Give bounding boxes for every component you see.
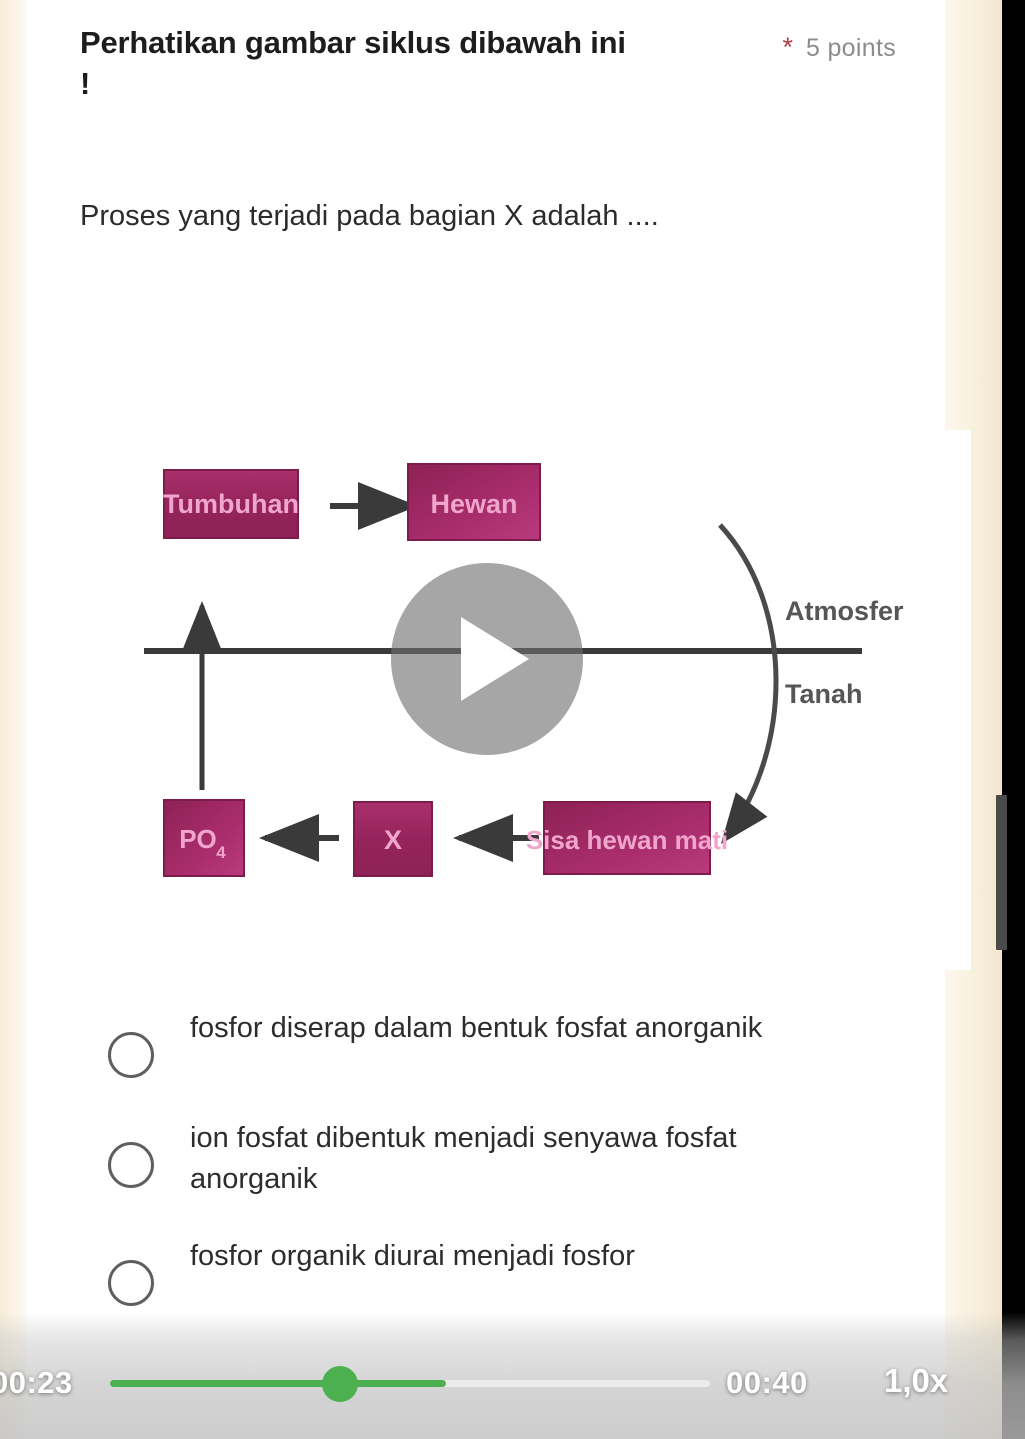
- answer-options-list: fosfor diserap dalam bentuk fosfat anorg…: [52, 990, 971, 1328]
- diagram-box-tumbuhan: [163, 469, 299, 539]
- points-indicator: * 5 points: [783, 34, 896, 63]
- required-asterisk-icon: *: [782, 32, 794, 62]
- question-header: Perhatikan gambar siklus dibawah ini ! *…: [80, 22, 930, 104]
- remaining-time-label: 00:40: [726, 1365, 808, 1400]
- diagram-box-po4: [163, 799, 245, 877]
- answer-option-3[interactable]: fosfor organik diurai menjadi fosfor: [52, 1218, 971, 1328]
- play-button[interactable]: [391, 563, 583, 755]
- diagram-label-x: X: [384, 825, 402, 855]
- answer-option-1[interactable]: fosfor diserap dalam bentuk fosfat anorg…: [52, 990, 971, 1100]
- question-body-text: Proses yang terjadi pada bagian X adalah…: [80, 200, 659, 232]
- diagram-label-tanah: Tanah: [785, 679, 863, 709]
- diagram-label-po4-subscript: 4: [216, 843, 226, 862]
- diagram-label-hewan: Hewan: [430, 489, 517, 519]
- radio-button-option-1[interactable]: [108, 1032, 154, 1078]
- arc-hewan-to-sisa: [718, 523, 779, 844]
- diagram-label-atmosfer: Atmosfer: [785, 596, 904, 626]
- radio-button-option-2[interactable]: [108, 1142, 154, 1188]
- page-edge-left: [0, 0, 26, 1439]
- elapsed-time-label: 00:23: [0, 1365, 73, 1400]
- diagram-box-hewan: [407, 463, 541, 541]
- vertical-scrollbar-thumb[interactable]: [996, 795, 1007, 950]
- playback-speed-label[interactable]: 1,0x: [884, 1362, 949, 1399]
- diagram-box-x: [353, 801, 433, 877]
- answer-option-3-label: fosfor organik diurai menjadi fosfor: [190, 1240, 635, 1273]
- diagram-label-sisa-hewan-mati: Sisa hewan mati: [526, 825, 728, 855]
- seek-bar-progress: [110, 1380, 446, 1387]
- screen-bezel-right: [1002, 0, 1025, 1439]
- answer-option-2[interactable]: ion fosfat dibentuk menjadi senyawa fosf…: [52, 1100, 971, 1218]
- play-icon: [461, 617, 529, 701]
- answer-option-1-label: fosfor diserap dalam bentuk fosfat anorg…: [190, 1012, 763, 1044]
- answer-option-2-label: ion fosfat dibentuk menjadi senyawa fosf…: [190, 1122, 737, 1196]
- diagram-label-tumbuhan: Tumbuhan: [163, 489, 299, 519]
- seek-bar-track[interactable]: [110, 1380, 710, 1387]
- phosphorus-cycle-diagram: Tumbuhan Hewan PO 4 X Sisa hewan mati At…: [52, 430, 971, 970]
- diagram-box-sisa-hewan-mati: [543, 801, 711, 875]
- seek-bar-thumb[interactable]: [322, 1366, 358, 1402]
- diagram-label-po4: PO: [179, 824, 217, 854]
- question-title: Perhatikan gambar siklus dibawah ini !: [80, 25, 626, 102]
- points-label: 5 points: [806, 34, 896, 62]
- radio-button-option-3[interactable]: [108, 1260, 154, 1307]
